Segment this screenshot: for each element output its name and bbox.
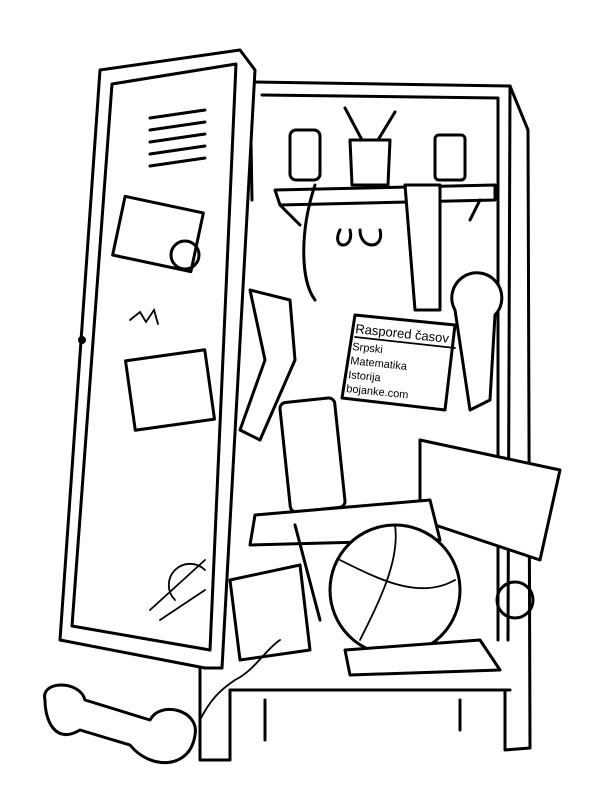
spider-web bbox=[149, 559, 206, 621]
gas-mask bbox=[450, 271, 504, 412]
note-line-3: Istorija bbox=[348, 369, 382, 384]
shelf bbox=[273, 106, 497, 312]
thermos bbox=[278, 396, 347, 514]
radiation-sticker bbox=[169, 239, 201, 271]
scissors-icon bbox=[343, 106, 397, 142]
door-vents bbox=[148, 108, 207, 168]
pencil-cup bbox=[348, 138, 392, 187]
newspaper bbox=[418, 438, 562, 562]
sneaker bbox=[343, 638, 502, 677]
power-cord bbox=[302, 183, 317, 302]
cup bbox=[228, 563, 312, 662]
screwdriver bbox=[293, 523, 322, 622]
bottle bbox=[433, 133, 467, 182]
sock bbox=[238, 288, 297, 442]
splat-sticker bbox=[129, 307, 159, 325]
belt bbox=[403, 183, 442, 312]
note-line-1: Srpski bbox=[352, 341, 384, 356]
schedule-note: Raspored časov Srpski Matematika Istorij… bbox=[340, 313, 457, 412]
soda-can bbox=[288, 128, 322, 182]
telephone-handset bbox=[43, 639, 281, 765]
skull-sticker bbox=[111, 194, 205, 274]
ball bbox=[495, 580, 535, 620]
locker-clutter bbox=[228, 271, 562, 677]
locker-door bbox=[58, 48, 257, 670]
dinosaur-sticker bbox=[124, 348, 216, 432]
coat-hooks bbox=[336, 228, 383, 247]
